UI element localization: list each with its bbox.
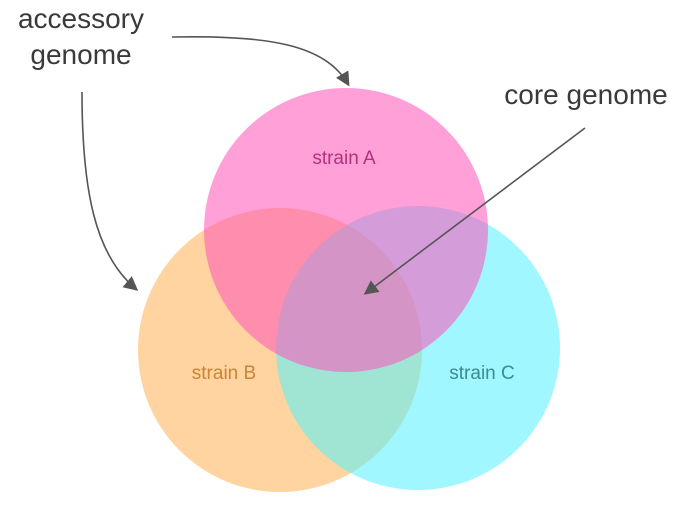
accessory-arrow-to-strain-b: [81, 91, 139, 291]
strain-b-label: strain B: [192, 363, 256, 384]
accessory-genome-label-line1: accessory: [18, 3, 144, 34]
strain-a-circle: [204, 88, 488, 372]
accessory-arrow-to-strain-a: [171, 35, 350, 87]
accessory-genome-label-line2: genome: [30, 39, 131, 70]
strain-c-label: strain C: [449, 363, 514, 384]
strain-a-label: strain A: [312, 148, 376, 169]
core-genome-arrow: [363, 127, 586, 295]
core-genome-label: core genome: [504, 79, 667, 110]
